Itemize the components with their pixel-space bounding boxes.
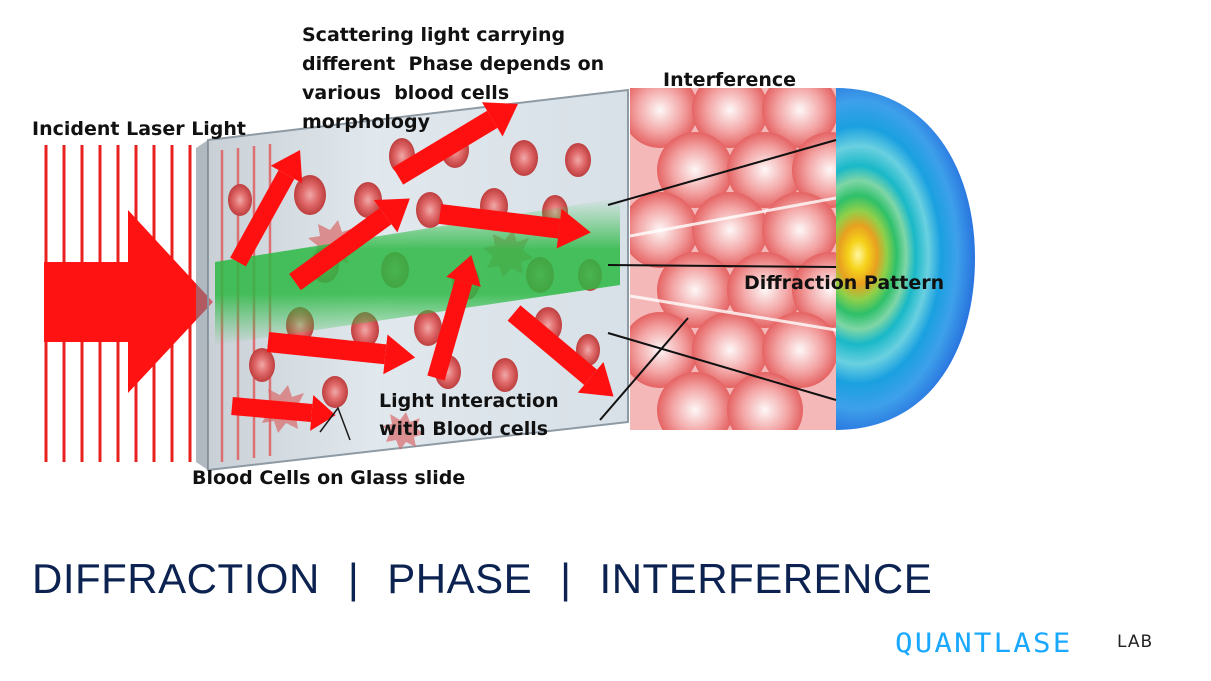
green-beam — [215, 198, 620, 345]
logo-wordmark: QUANTLASE — [895, 628, 1073, 659]
glass-slide-label: Blood Cells on Glass slide — [192, 467, 466, 489]
diffraction-pattern — [836, 88, 975, 430]
incident-arrow — [44, 210, 213, 393]
logo-suffix: LAB — [1117, 632, 1154, 652]
scattering-light-label: Scattering light carrying different Phas… — [302, 24, 605, 133]
headline-phase: PHASE — [387, 555, 533, 602]
brand-logo: QUANTLASE LAB — [895, 628, 1152, 659]
light-interaction-label: Light Interaction with Blood cells — [379, 390, 559, 440]
headline: DIFFRACTION | PHASE | INTERFERENCE — [32, 555, 932, 603]
incident-laser-label: Incident Laser Light — [32, 118, 247, 140]
headline-diffraction: DIFFRACTION — [32, 555, 320, 602]
diffraction-pattern-label: Diffraction Pattern — [744, 272, 945, 294]
headline-interference: INTERFERENCE — [599, 555, 933, 602]
slide-pointer — [319, 406, 351, 441]
ray-lines — [599, 139, 837, 421]
interference-label: Interference — [663, 69, 797, 91]
headline-separator: | — [560, 555, 572, 602]
headline-separator: | — [347, 555, 360, 602]
scatter-arrows — [230, 102, 614, 431]
interference-region — [630, 88, 836, 430]
